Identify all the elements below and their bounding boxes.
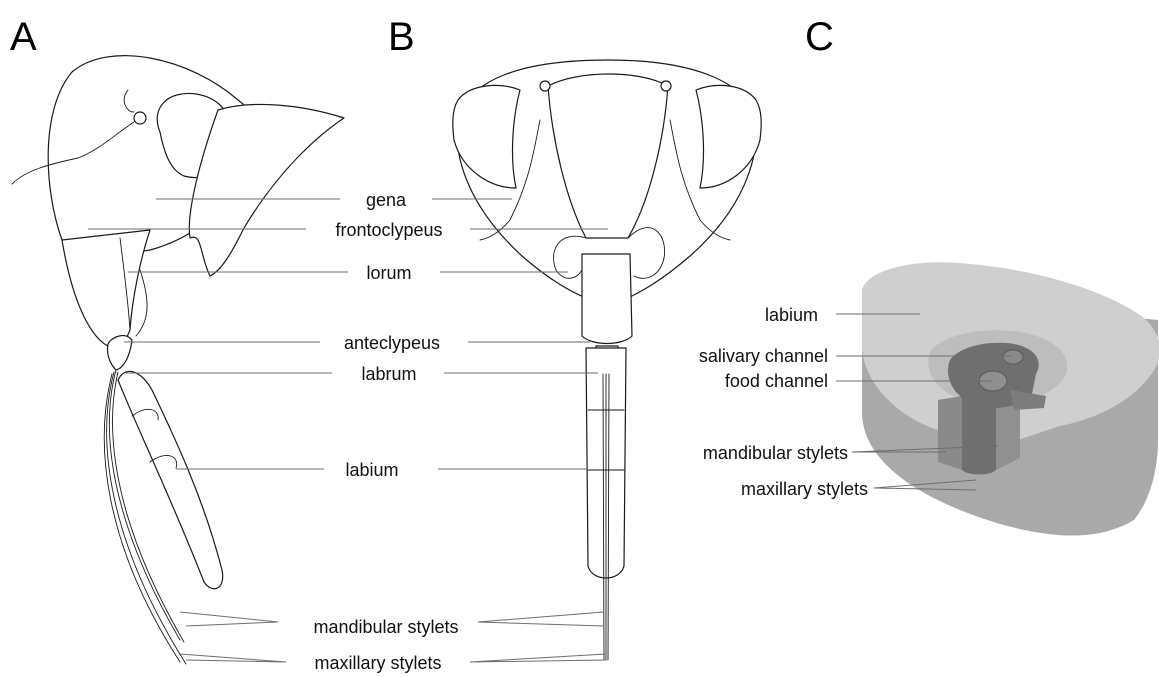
label-frontoclypeus: frontoclypeus	[335, 220, 442, 240]
leader-maxillary-b	[470, 654, 606, 662]
label-maxillary-stylets: maxillary stylets	[314, 653, 441, 673]
ocellus-left	[540, 81, 550, 91]
antenna-socket-lateral	[134, 112, 146, 124]
anteclypeus-frontal	[582, 254, 632, 344]
gena-lobe-lateral	[189, 104, 344, 276]
salivary-channel	[1003, 350, 1023, 364]
panel-c-cross-section	[862, 262, 1159, 535]
panel-label-a: A	[10, 15, 37, 59]
label-labrum: labrum	[361, 364, 416, 384]
panel-a-lateral-head	[12, 56, 344, 664]
compound-eye-right	[696, 85, 761, 188]
ocellus-right	[661, 81, 671, 91]
label-food-channel: food channel	[725, 371, 828, 391]
leader-mandibular-b	[478, 612, 604, 626]
label-gena: gena	[366, 190, 407, 210]
anteclypeus-lateral	[107, 336, 132, 370]
label-salivary-channel: salivary channel	[699, 346, 828, 366]
labium-lateral	[118, 371, 223, 588]
panel-label-b: B	[388, 15, 415, 59]
label-mandibular-stylets: mandibular stylets	[313, 617, 458, 637]
lorum-edge-lateral	[136, 270, 147, 336]
label-lorum: lorum	[366, 263, 411, 283]
panel-label-c: C	[805, 15, 834, 59]
leader-mandibular-a	[180, 612, 278, 626]
leader-maxillary-a	[180, 654, 286, 662]
label-c-labium: labium	[765, 305, 818, 325]
frontoclypeus-lateral	[62, 230, 150, 348]
stylet-column-mid-left	[938, 396, 962, 470]
label-c-maxillary-stylets: maxillary stylets	[741, 479, 868, 499]
label-anteclypeus: anteclypeus	[344, 333, 440, 353]
compound-eye-left	[453, 85, 520, 188]
label-labium: labium	[345, 460, 398, 480]
label-c-mandibular-stylets: mandibular stylets	[703, 443, 848, 463]
